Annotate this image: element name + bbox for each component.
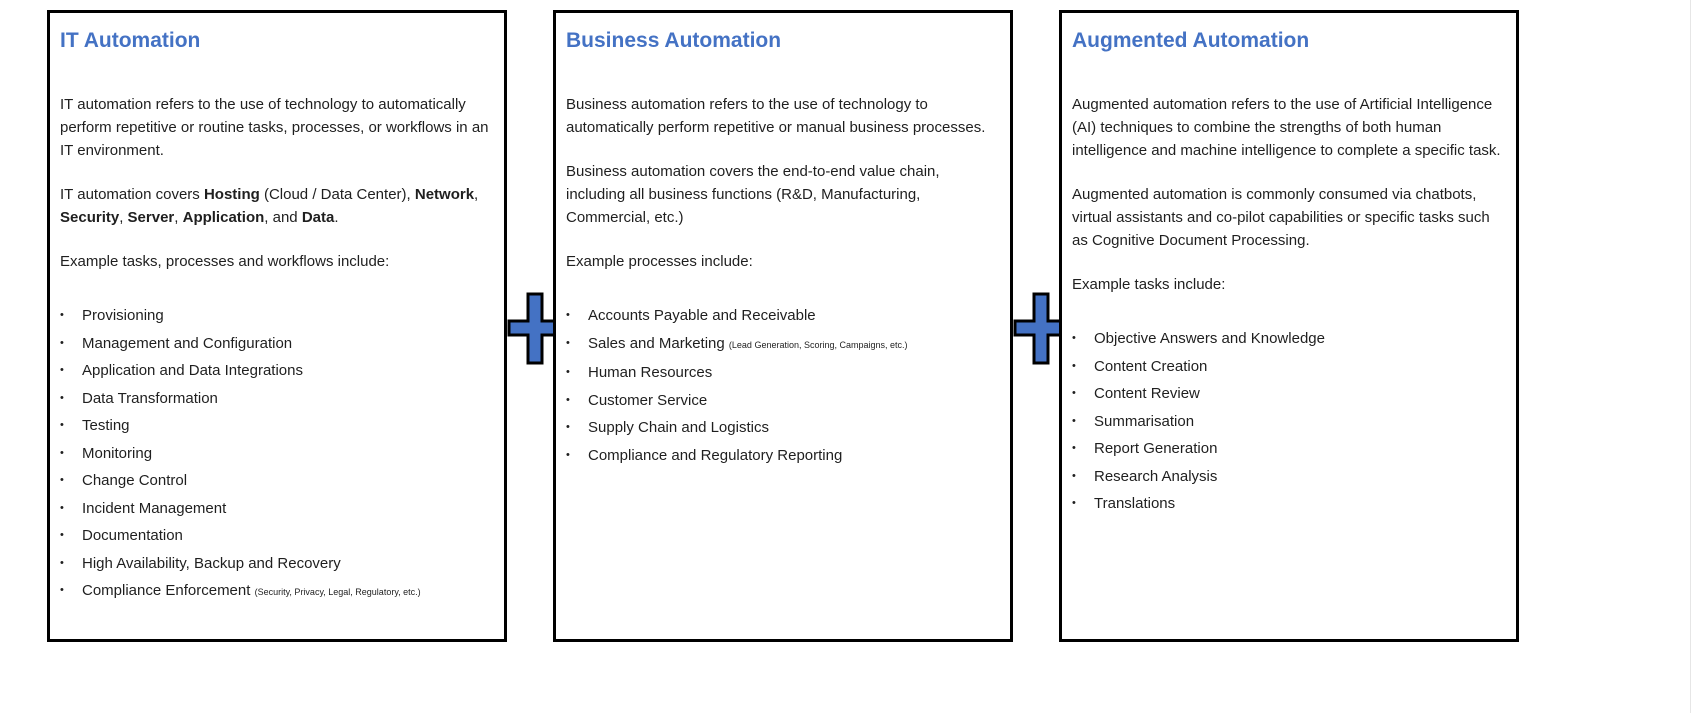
augmented-list-intro: Example tasks include:: [1072, 276, 1226, 293]
bullet-icon: •: [60, 501, 64, 514]
bullet-icon: •: [60, 529, 64, 541]
it-task-list: •Provisioning •Management and Configurat…: [60, 302, 494, 607]
it-coverage-text: IT automation covers Hosting (Cloud / Da…: [60, 186, 479, 226]
bullet-icon: •: [566, 336, 570, 349]
list-item: •Accounts Payable and Receivable: [566, 302, 1000, 330]
it-automation-panel: IT Automation IT automation refers to th…: [47, 10, 507, 642]
bullet-icon: •: [60, 419, 64, 431]
business-automation-panel: Business Automation Business automation …: [553, 10, 1013, 642]
item-note: (Security, Privacy, Legal, Regulatory, e…: [254, 587, 421, 597]
bullet-icon: •: [566, 421, 570, 433]
bullet-icon: •: [1072, 497, 1076, 509]
bullet-icon: •: [1072, 359, 1076, 372]
list-item: •Summarisation: [1072, 408, 1506, 436]
list-item: •Translations: [1072, 490, 1506, 518]
bullet-icon: •: [60, 556, 64, 569]
list-item: •Sales and Marketing (Lead Generation, S…: [566, 330, 1000, 360]
list-item: •Incident Management: [60, 495, 494, 523]
business-definition-text: Business automation refers to the use of…: [566, 96, 986, 136]
list-item: •Management and Configuration: [60, 330, 494, 358]
list-item: •Compliance Enforcement (Security, Priva…: [60, 577, 494, 607]
list-item: •Provisioning: [60, 302, 494, 330]
panel-title: IT Automation: [60, 29, 201, 52]
list-item: •Human Resources: [566, 359, 1000, 387]
list-item: •Change Control: [60, 467, 494, 495]
list-item: •Research Analysis: [1072, 463, 1506, 491]
panel-title: Augmented Automation: [1072, 29, 1310, 52]
bullet-icon: •: [60, 364, 64, 376]
plus-icon: [507, 292, 563, 365]
list-item: •Data Transformation: [60, 385, 494, 413]
bullet-icon: •: [60, 336, 64, 349]
bullet-icon: •: [566, 309, 570, 321]
list-item: •Application and Data Integrations: [60, 357, 494, 385]
bullet-icon: •: [566, 393, 570, 406]
list-item: •Documentation: [60, 522, 494, 550]
augmented-definition-text: Augmented automation refers to the use o…: [1072, 96, 1501, 159]
list-item: •Supply Chain and Logistics: [566, 414, 1000, 442]
bullet-icon: •: [60, 584, 64, 596]
business-process-list: •Accounts Payable and Receivable •Sales …: [566, 302, 1000, 469]
plus-icon: [1013, 292, 1069, 365]
page-edge-divider: [1690, 0, 1691, 713]
list-item: •Testing: [60, 412, 494, 440]
it-definition-text: IT automation refers to the use of techn…: [60, 96, 489, 159]
list-item: •Objective Answers and Knowledge: [1072, 325, 1506, 353]
bullet-icon: •: [1072, 387, 1076, 399]
business-list-intro: Example processes include:: [566, 253, 753, 270]
list-item: •High Availability, Backup and Recovery: [60, 550, 494, 578]
list-item: •Content Creation: [1072, 353, 1506, 381]
bullet-icon: •: [60, 391, 64, 404]
list-item: •Compliance and Regulatory Reporting: [566, 442, 1000, 470]
panel-title: Business Automation: [566, 29, 782, 52]
bullet-icon: •: [1072, 469, 1076, 482]
bullet-icon: •: [1072, 414, 1076, 427]
item-note: (Lead Generation, Scoring, Campaigns, et…: [728, 339, 908, 350]
list-item: •Customer Service: [566, 387, 1000, 415]
it-list-intro: Example tasks, processes and workflows i…: [60, 253, 390, 270]
bullet-icon: •: [566, 448, 570, 461]
business-coverage-text: Business automation covers the end-to-en…: [566, 163, 940, 226]
augmented-task-list: •Objective Answers and Knowledge •Conten…: [1072, 325, 1506, 518]
augmented-consumption-text: Augmented automation is commonly consume…: [1072, 186, 1490, 249]
bullet-icon: •: [566, 366, 570, 378]
augmented-automation-panel: Augmented Automation Augmented automatio…: [1059, 10, 1519, 642]
list-item: •Content Review: [1072, 380, 1506, 408]
bullet-icon: •: [1072, 332, 1076, 344]
list-item: •Monitoring: [60, 440, 494, 468]
bullet-icon: •: [60, 474, 64, 486]
bullet-icon: •: [1072, 442, 1076, 454]
bullet-icon: •: [60, 309, 64, 321]
list-item: •Report Generation: [1072, 435, 1506, 463]
bullet-icon: •: [60, 446, 64, 459]
